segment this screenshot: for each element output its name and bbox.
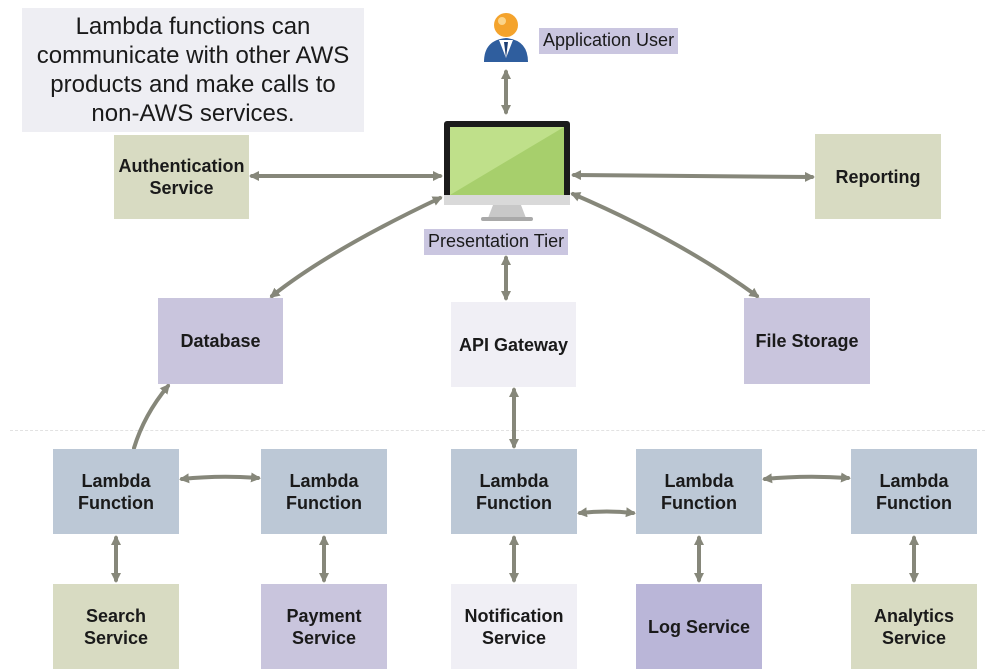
- lambda-function-box-1: Lambda Function: [53, 449, 179, 534]
- lambda-function-box-5: Lambda Function: [851, 449, 977, 534]
- lambda-function-box-2: Lambda Function: [261, 449, 387, 534]
- arrow-presentation-reporting: [571, 170, 815, 182]
- presentation-tier-label: Presentation Tier: [424, 229, 569, 255]
- payment-service-box: Payment Service: [261, 584, 387, 669]
- lambda-function-box-3: Lambda Function: [451, 449, 577, 534]
- arrow-lambda1-database: [132, 383, 170, 450]
- file-storage-box: File Storage: [744, 298, 870, 384]
- lambda-function-box-4: Lambda Function: [636, 449, 762, 534]
- arrow-lambda1-lambda2: [179, 472, 261, 484]
- arrow-presentation-filestorage: [570, 192, 760, 298]
- info-note: Lambda functions can communicate with ot…: [22, 8, 364, 132]
- monitor-icon: [444, 121, 570, 221]
- arrow-lambda3-lambda4: [577, 507, 636, 518]
- analytics-service-box: Analytics Service: [851, 584, 977, 669]
- api-gateway-box: API Gateway: [451, 302, 576, 387]
- database-box: Database: [158, 298, 283, 384]
- notification-service-box: Notification Service: [451, 584, 577, 669]
- user-icon: [484, 13, 528, 62]
- arrow-lambda4-lambda5: [762, 472, 851, 484]
- reporting-box: Reporting: [815, 134, 941, 219]
- arrow-presentation-database: [269, 196, 443, 298]
- application-user-label: Application User: [539, 28, 679, 54]
- search-service-box: Search Service: [53, 584, 179, 669]
- section-divider: [10, 430, 985, 431]
- log-service-box: Log Service: [636, 584, 762, 669]
- authentication-service-box: Authentication Service: [114, 135, 249, 219]
